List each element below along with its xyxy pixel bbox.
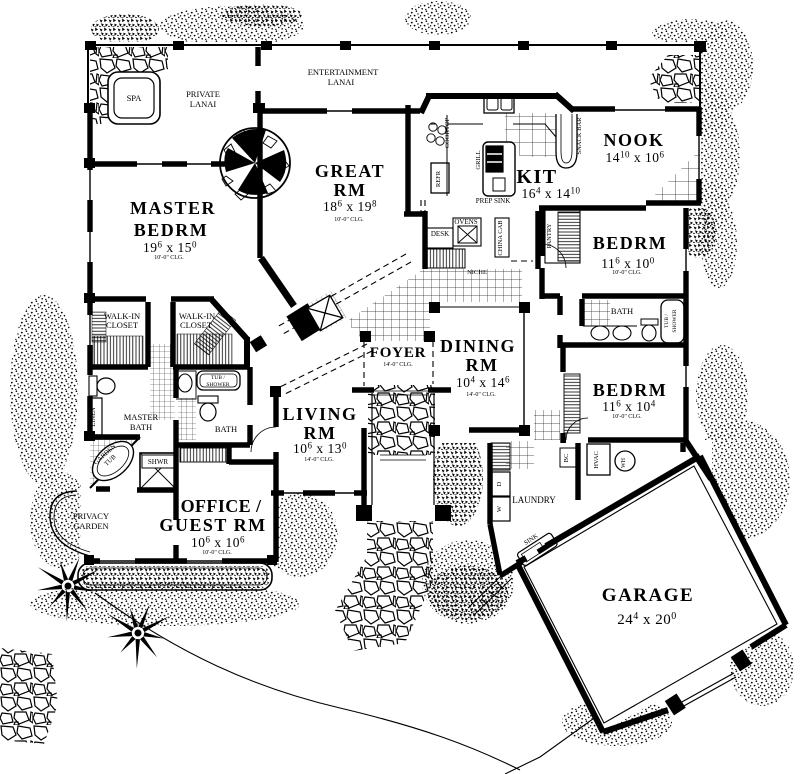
svg-text:106 x 106: 106 x 106 xyxy=(191,535,245,551)
svg-text:LANAI: LANAI xyxy=(190,99,217,109)
svg-text:SHOWER: SHOWER xyxy=(672,309,678,333)
svg-text:RM: RM xyxy=(466,355,499,375)
svg-text:SPA: SPA xyxy=(127,93,143,103)
svg-text:DESK: DESK xyxy=(431,230,449,238)
svg-text:BATH: BATH xyxy=(130,422,152,432)
svg-text:104 x 146: 104 x 146 xyxy=(456,375,510,391)
svg-text:BC: BC xyxy=(563,454,570,463)
svg-text:ENTERTAINMENT: ENTERTAINMENT xyxy=(308,67,379,77)
svg-text:SHOWER: SHOWER xyxy=(206,382,230,388)
svg-text:106 x 130: 106 x 130 xyxy=(293,441,347,457)
svg-text:10'-0" CLG.: 10'-0" CLG. xyxy=(612,414,642,420)
svg-text:LAUNDRY: LAUNDRY xyxy=(512,495,556,505)
svg-text:PREP SINK: PREP SINK xyxy=(476,197,511,205)
svg-text:BEDRM: BEDRM xyxy=(593,380,668,400)
svg-text:LANAI: LANAI xyxy=(328,77,355,87)
svg-text:116 x 100: 116 x 100 xyxy=(601,256,655,272)
svg-text:GARDEN: GARDEN xyxy=(73,521,108,531)
svg-text:DINING: DINING xyxy=(440,336,516,356)
svg-text:LINEN: LINEN xyxy=(90,407,97,427)
svg-text:BATH: BATH xyxy=(611,306,633,316)
svg-text:LIVING: LIVING xyxy=(282,404,357,424)
svg-text:OVENS: OVENS xyxy=(454,218,477,226)
svg-text:14'-0" CLG.: 14'-0" CLG. xyxy=(304,457,334,463)
svg-text:TUB /: TUB / xyxy=(211,375,225,381)
svg-text:NOOK: NOOK xyxy=(603,130,664,150)
svg-text:PRIVACY: PRIVACY xyxy=(73,511,109,521)
svg-text:MASTER: MASTER xyxy=(124,412,159,422)
svg-text:CLOSET: CLOSET xyxy=(180,320,213,330)
svg-text:COOKTOP: COOKTOP xyxy=(444,117,451,148)
svg-text:10'-0" CLG.: 10'-0" CLG. xyxy=(202,550,232,556)
svg-text:NICHE: NICHE xyxy=(467,269,487,276)
svg-text:PRIVATE: PRIVATE xyxy=(186,89,220,99)
svg-text:GREAT: GREAT xyxy=(315,161,385,181)
svg-text:14'-0" CLG.: 14'-0" CLG. xyxy=(466,392,496,398)
svg-text:10'-0" CLG.: 10'-0" CLG. xyxy=(154,255,184,261)
svg-text:W: W xyxy=(496,505,503,512)
svg-text:CHINA CAB: CHINA CAB xyxy=(497,220,504,256)
svg-text:116 x 104: 116 x 104 xyxy=(602,399,656,415)
svg-text:186 x 198: 186 x 198 xyxy=(323,199,377,215)
svg-text:BEDRM: BEDRM xyxy=(593,233,668,253)
svg-text:14'-0" CLG.: 14'-0" CLG. xyxy=(383,362,413,368)
svg-text:244 x 200: 244 x 200 xyxy=(617,611,677,628)
svg-text:WH: WH xyxy=(621,457,627,468)
svg-text:OFFICE /: OFFICE / xyxy=(181,496,262,516)
svg-text:GARAGE: GARAGE xyxy=(602,585,694,606)
svg-text:MASTER: MASTER xyxy=(130,198,216,218)
svg-text:RM: RM xyxy=(304,423,337,443)
svg-text:CLOSET: CLOSET xyxy=(106,320,139,330)
svg-text:BEDRM: BEDRM xyxy=(134,220,209,240)
svg-text:196 x 150: 196 x 150 xyxy=(143,240,197,256)
svg-text:10'-0" CLG.: 10'-0" CLG. xyxy=(334,217,364,223)
svg-text:D: D xyxy=(496,481,503,486)
svg-text:10'-0" CLG.: 10'-0" CLG. xyxy=(612,270,642,276)
svg-text:GRILL: GRILL xyxy=(475,150,482,169)
svg-text:WALK-IN: WALK-IN xyxy=(104,311,140,321)
svg-text:SNACK BAR: SNACK BAR xyxy=(576,117,583,155)
svg-text:REFR: REFR xyxy=(435,170,442,187)
svg-text:1410 x 106: 1410 x 106 xyxy=(606,150,665,166)
svg-text:PANTRY: PANTRY xyxy=(546,223,553,248)
svg-text:SHWR: SHWR xyxy=(148,458,169,466)
svg-text:FOYER: FOYER xyxy=(370,345,427,361)
svg-text:GUEST RM: GUEST RM xyxy=(159,515,266,535)
svg-text:TUB /: TUB / xyxy=(664,314,670,328)
svg-text:BATH: BATH xyxy=(215,424,237,434)
svg-text:KIT: KIT xyxy=(516,166,557,188)
svg-text:HVAC: HVAC xyxy=(593,451,600,469)
svg-text:RM: RM xyxy=(334,180,367,200)
svg-text:WALK-IN: WALK-IN xyxy=(179,311,215,321)
